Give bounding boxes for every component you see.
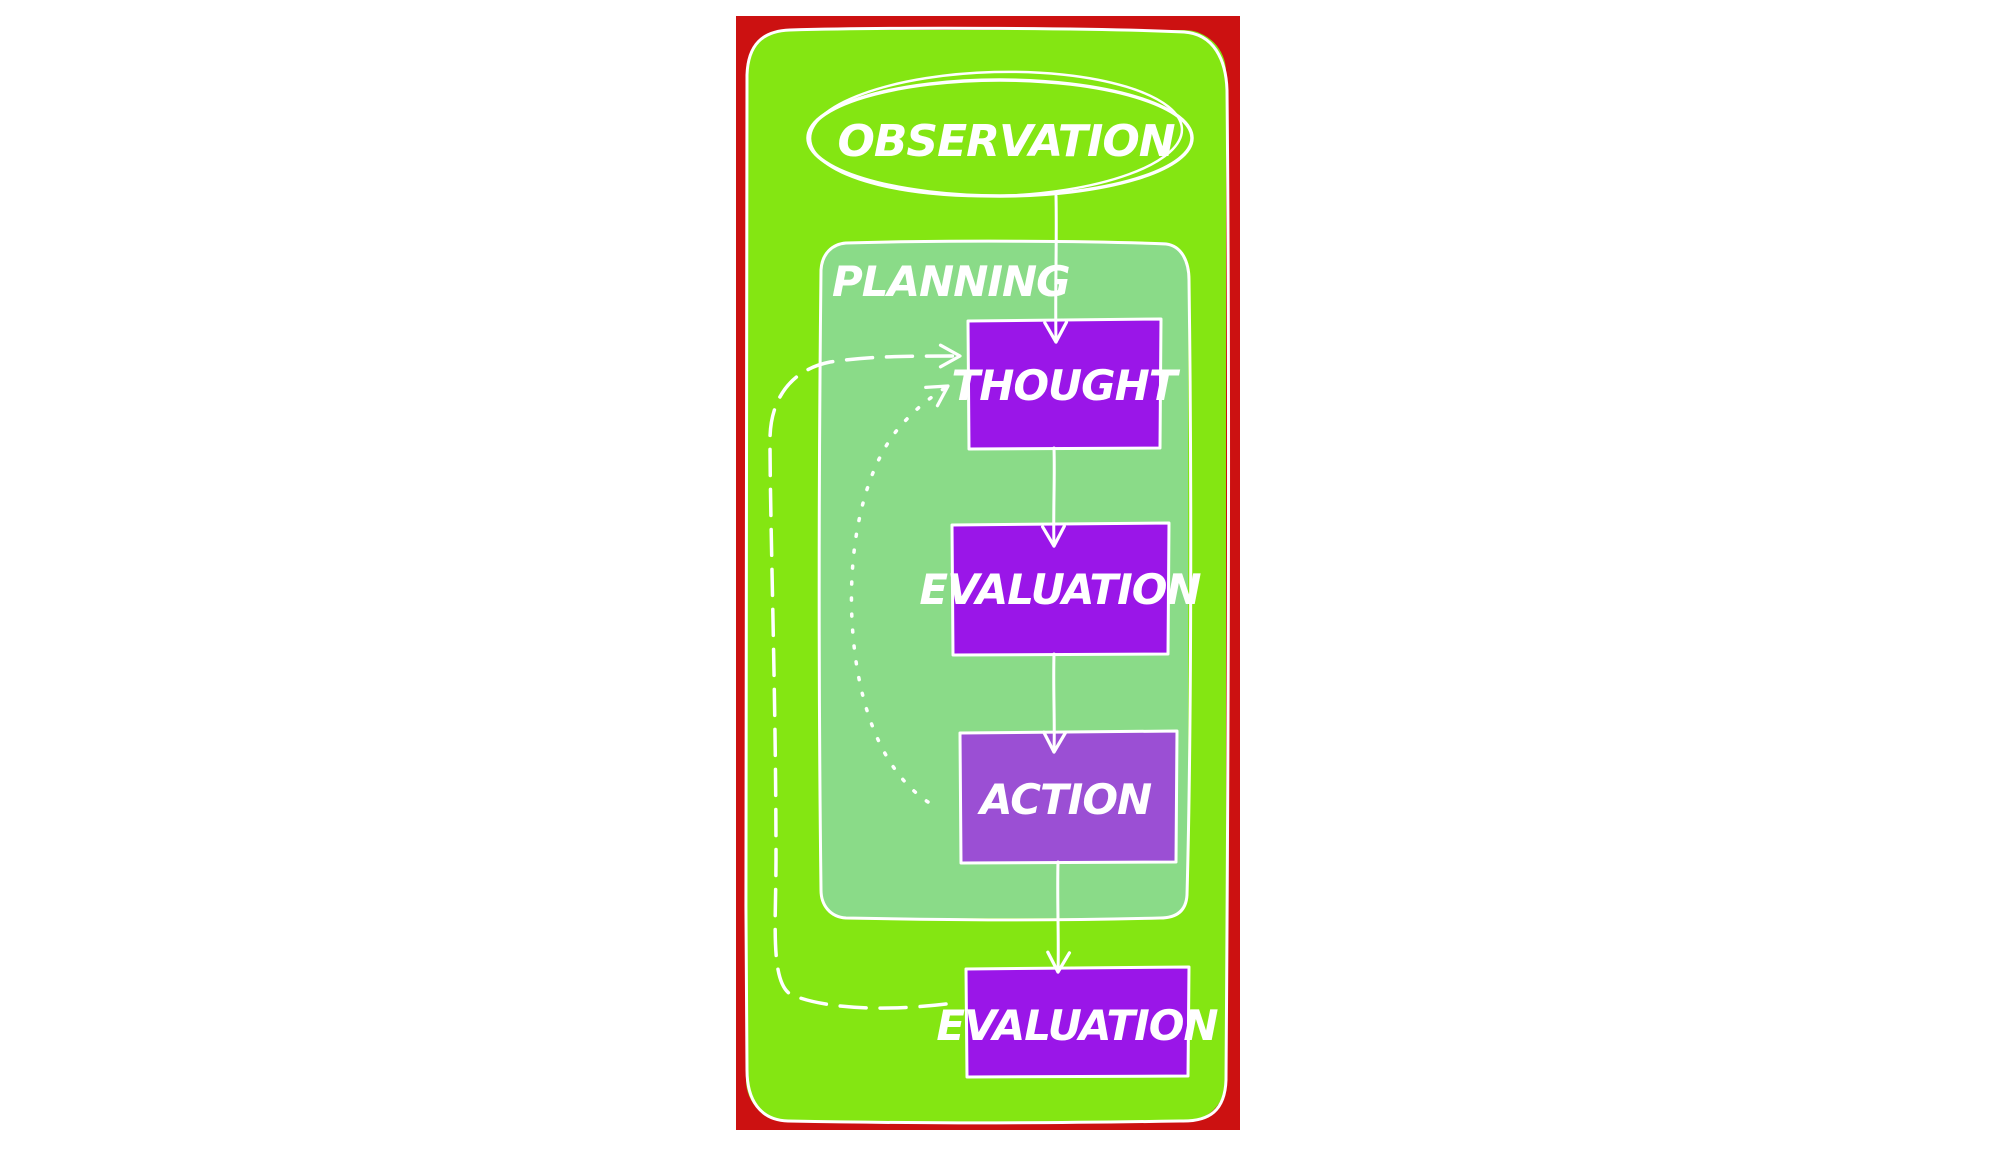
arrow-thought-to-evaluation <box>1041 446 1066 548</box>
planning-label: PLANNING <box>832 257 1070 306</box>
thought-node: THOUGHT <box>952 317 1182 451</box>
arrow-action-to-evaluation <box>1046 860 1072 974</box>
arrow-evaluation-to-action <box>1042 652 1068 754</box>
evaluation-outer-node: EVALUATION <box>936 965 1219 1079</box>
evaluation-outer-label: EVALUATION <box>936 1001 1218 1050</box>
thought-label: THOUGHT <box>952 361 1181 410</box>
evaluation-inner-label: EVALUATION <box>919 565 1201 614</box>
evaluation-inner-node: EVALUATION <box>919 521 1202 657</box>
observation-node: OBSERVATION <box>806 70 1194 198</box>
action-label: ACTION <box>977 775 1152 824</box>
arrow-observation-to-thought <box>1043 194 1069 344</box>
dashed-loop-arrow <box>768 343 962 1010</box>
observation-label: OBSERVATION <box>837 116 1174 167</box>
action-node: ACTION <box>958 729 1179 865</box>
